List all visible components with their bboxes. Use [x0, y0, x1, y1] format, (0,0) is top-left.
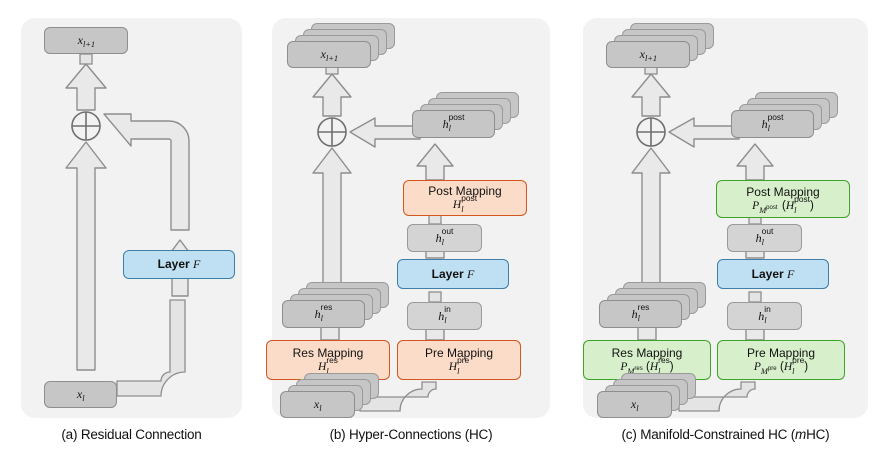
node-c-hpost-label: hpostlpost [761, 111, 784, 133]
node-b-hout[interactable]: houtlout [407, 224, 482, 252]
path-b-input-to-premap [359, 381, 437, 412]
arrow-up-to-output [65, 63, 107, 111]
node-c-input-label: xll [630, 397, 639, 414]
arrow-layer-to-oplus [103, 113, 190, 231]
panel-a-residual-connection: xl+1l+1 Layer F xll [21, 18, 242, 418]
connector-output [79, 53, 93, 65]
node-b-hin[interactable]: hinlin [407, 302, 482, 330]
caption-panel-c: (c) Manifold-Constrained HC (mHC) [583, 427, 868, 442]
mapping-b-pre[interactable]: Pre Mapping Hprelpre [397, 340, 521, 380]
mapping-c-post-title: Post Mapping [746, 185, 820, 200]
panel-a-connectors [65, 53, 199, 397]
stack-b-hpost: hpostlpost [412, 92, 532, 142]
mapping-c-pre-title: Pre Mapping [746, 346, 816, 361]
mapping-c-pre-formula: PMpreMpre(Hprelpre) [753, 354, 809, 376]
stack-c-input: xll [597, 373, 712, 421]
connector-b-layer-hin [428, 291, 442, 303]
node-c-output-label: xl+1l+1 [639, 47, 658, 64]
node-input-label: xll [76, 387, 85, 404]
arrow-residual-skip [65, 141, 107, 371]
node-b-hin-label: hinlin [438, 303, 451, 325]
path-c-input-to-premap [678, 381, 756, 412]
node-c-hout[interactable]: houtlout [727, 224, 802, 252]
mapping-c-post-formula: PMpostMpost(Hpostlpost) [752, 193, 814, 215]
mapping-b-res-title: Res Mapping [292, 346, 364, 361]
mapping-c-res-title: Res Mapping [611, 346, 683, 361]
node-b-input-x[interactable]: xll [280, 391, 355, 418]
mapping-c-res-formula: PMresMres(Hreslres) [620, 354, 674, 376]
panel-c-manifold-constrained-hc: xl+1l+1 hpostlpost Post Mapping PMpostMp… [583, 18, 868, 418]
node-b-hres[interactable]: hreslres [282, 300, 365, 328]
arrow-b-post-to-oplus [349, 117, 421, 148]
mapping-b-post-title: Post Mapping [428, 184, 502, 199]
node-c-hpost[interactable]: hpostlpost [731, 110, 814, 138]
node-c-hin[interactable]: hinlin [727, 302, 802, 330]
node-layer-label: Layer F [157, 257, 201, 272]
node-c-layer-label: Layer F [751, 266, 795, 281]
caption-c-suffix: HC) [806, 427, 830, 442]
node-b-input-label: xll [313, 397, 322, 414]
caption-panel-b: (b) Hyper-Connections (HC) [329, 427, 493, 442]
stack-c-output: xl+1l+1 [606, 23, 721, 71]
panel-b-hyper-connections: xl+1l+1 hpostlpost Post Mapping Hpostlpo… [266, 18, 550, 421]
node-layer-f[interactable]: Layer F [123, 250, 235, 279]
node-b-layer-f[interactable]: Layer F [397, 259, 509, 289]
node-output-x[interactable]: xl+1l+1 [44, 27, 128, 54]
caption-c-italic: m [795, 427, 807, 442]
node-c-hres-label: hreslres [631, 301, 650, 323]
node-b-hres-label: hreslres [314, 301, 333, 323]
stack-b-input: xll [280, 373, 395, 421]
node-b-output-label: xl+1l+1 [320, 47, 339, 64]
node-c-layer-f[interactable]: Layer F [717, 259, 829, 289]
node-c-output-x[interactable]: xl+1l+1 [606, 41, 690, 68]
mapping-b-pre-title: Pre Mapping [424, 346, 494, 361]
arrow-b-up-to-output [312, 73, 352, 117]
arrow-c-up-to-hpost [736, 143, 774, 181]
connector-c-layer-hin [748, 291, 762, 303]
arrow-c-residual-skip [631, 147, 671, 284]
mapping-b-post-formula: Hpostlpost [452, 192, 478, 214]
stack-b-output: xl+1l+1 [287, 23, 402, 71]
node-b-output-x[interactable]: xl+1l+1 [287, 41, 371, 68]
caption-c-prefix: (c) Manifold-Constrained HC ( [621, 427, 796, 442]
stack-c-hres: hreslres [599, 282, 719, 332]
node-b-hpost-label: hpostlpost [442, 111, 465, 133]
mapping-b-res-formula: Hreslres [318, 354, 338, 376]
stack-b-hres: hreslres [282, 282, 402, 332]
arrow-c-up-to-output [631, 73, 671, 117]
stack-c-hpost: hpostlpost [731, 92, 851, 142]
mapping-b-post[interactable]: Post Mapping Hpostlpost [403, 180, 527, 216]
node-b-hpost[interactable]: hpostlpost [412, 110, 495, 138]
arrow-b-up-to-hpost [416, 143, 454, 181]
node-c-hres[interactable]: hreslres [599, 300, 682, 328]
node-b-hout-label: houtlout [435, 225, 454, 247]
node-b-layer-label: Layer F [431, 266, 475, 281]
node-c-hout-label: houtlout [755, 225, 774, 247]
node-c-input-x[interactable]: xll [597, 391, 672, 418]
arrow-c-post-to-oplus [668, 117, 740, 148]
caption-panel-a: (a) Residual Connection [61, 427, 202, 442]
node-input-x[interactable]: xll [44, 381, 117, 408]
arrow-b-residual-skip [312, 147, 352, 284]
path-input-to-layer [116, 299, 186, 397]
mapping-c-post[interactable]: Post Mapping PMpostMpost(Hpostlpost) [716, 180, 850, 218]
mapping-c-pre[interactable]: Pre Mapping PMpreMpre(Hprelpre) [717, 340, 845, 380]
mapping-b-pre-formula: Hprelpre [448, 354, 470, 376]
node-c-hin-label: hinlin [758, 303, 771, 325]
node-output-label: xl+1l+1 [77, 33, 96, 50]
